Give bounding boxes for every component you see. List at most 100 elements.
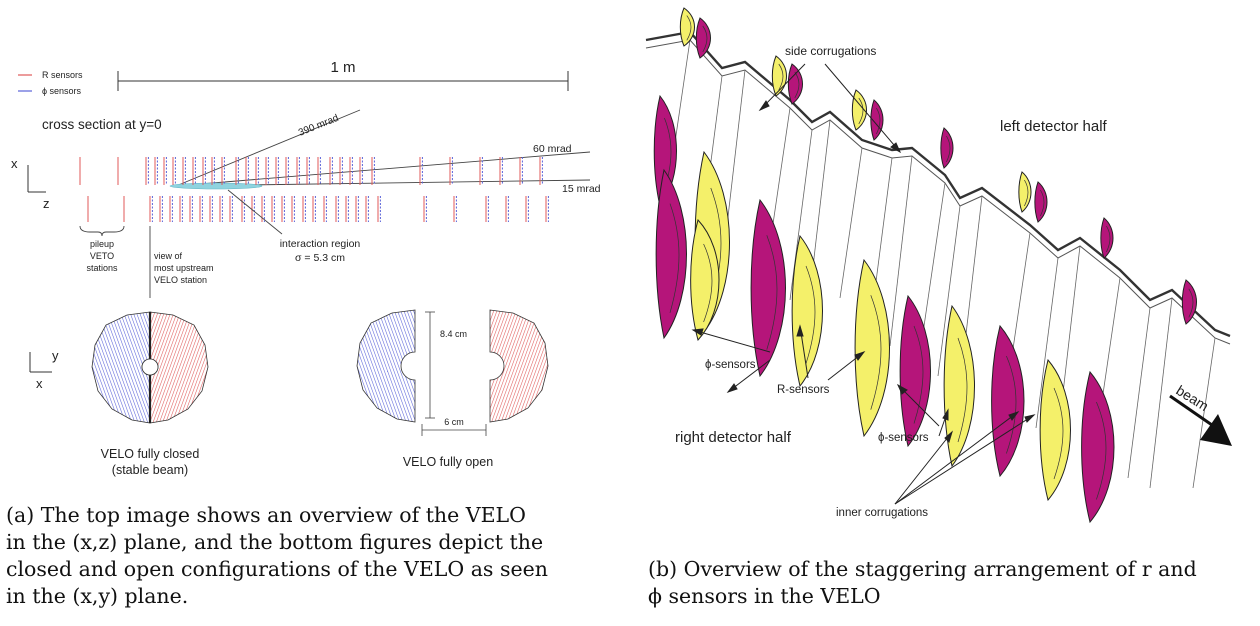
- open-phi-half: [356, 309, 416, 423]
- xy-axis-x-label: x: [36, 376, 43, 391]
- closed-phi-half: [91, 311, 151, 424]
- foil-rib-line: [839, 147, 863, 299]
- xy-axis-y-label: y: [52, 348, 59, 363]
- lower-sensor: [991, 324, 1025, 478]
- lower-sensor-detail: [703, 243, 713, 323]
- panel-a-diagram: R sensors ϕ sensors 1 m cross section at…: [11, 59, 601, 477]
- caption-a-line4: in the (x,y) plane.: [6, 584, 189, 608]
- interaction-region: [169, 182, 263, 190]
- label-r-sensors: R-sensors: [777, 384, 830, 396]
- lower-sensor-detail: [1006, 355, 1017, 454]
- upper-sensor: [870, 99, 884, 141]
- open-r-half: [489, 309, 549, 423]
- open-gap-label: 6 cm: [444, 417, 464, 427]
- velo-open-view: [356, 309, 549, 436]
- upper-sensor-detail: [1040, 189, 1045, 217]
- pileup-brace: [79, 225, 125, 237]
- lower-sensor: [1081, 370, 1115, 524]
- lower-sensor: [791, 234, 823, 388]
- foil-rib-line: [889, 155, 913, 347]
- interaction-line1: interaction region: [280, 238, 361, 250]
- foil-rib-line: [1127, 307, 1151, 479]
- upper-sensor-detail: [1024, 179, 1029, 207]
- caption-a-line3: closed and open configurations of the VE…: [6, 557, 548, 581]
- upper-sensor-detail: [1188, 288, 1194, 318]
- lower-sensor-detail: [870, 295, 882, 410]
- label-phi-sensors-2: ϕ-sensors: [878, 432, 929, 444]
- beam-arrow-shaft: [1169, 394, 1213, 427]
- label-side-corrugations: side corrugations: [785, 44, 876, 58]
- lower-sensor: [750, 198, 786, 378]
- upper-sensor-detail: [876, 107, 881, 135]
- open-label: VELO fully open: [403, 455, 493, 469]
- pileup-line3: stations: [86, 263, 118, 273]
- lower-sensor-detail: [669, 203, 680, 313]
- foil-body-lines: [667, 39, 1216, 489]
- view-note-line1: view of: [154, 251, 183, 261]
- label-phi-sensors-1: ϕ-sensors: [705, 359, 756, 371]
- upper-sensor-detail: [686, 15, 692, 41]
- lower-sensor-detail: [766, 235, 778, 350]
- pileup-line2: VETO: [90, 251, 114, 261]
- upper-sensor: [1018, 171, 1032, 213]
- lower-sensor-detail: [957, 337, 968, 443]
- lower-sensor-detail: [805, 265, 816, 364]
- closed-label-line1: VELO fully closed: [101, 447, 200, 461]
- xz-axes: x z: [11, 156, 50, 211]
- foil-rib-line: [1035, 257, 1059, 429]
- lower-sensor: [1039, 358, 1071, 502]
- label-inner-corrugations: inner corrugations: [836, 507, 928, 519]
- xy-axes: y x: [29, 348, 59, 391]
- upper-sensor-detail: [858, 97, 864, 125]
- upper-sensor-detail: [946, 135, 951, 163]
- section-title: cross section at y=0: [42, 117, 162, 132]
- upper-sensor: [1181, 279, 1197, 325]
- view-note-line2: most upstream: [154, 263, 214, 273]
- upper-sensor: [1100, 217, 1114, 259]
- caption-b: (b) Overview of the staggering arrangeme…: [648, 556, 1260, 610]
- foil-rib-line: [922, 182, 946, 334]
- velo-stations-bottom: [87, 196, 549, 222]
- open-height-label: 8.4 cm: [440, 329, 467, 339]
- label-right-detector-half: right detector half: [675, 429, 792, 446]
- legend-r-label: R sensors: [42, 70, 83, 80]
- upper-sensor-detail: [702, 25, 708, 53]
- angle-15-label: 15 mrad: [562, 183, 601, 195]
- foil-rib-line: [937, 205, 961, 377]
- lower-sensor-detail: [1053, 387, 1064, 480]
- velo-closed-view: [91, 311, 209, 424]
- caption-a-line2: in the (x,z) plane, and the bottom figur…: [6, 530, 544, 554]
- sensor-array: [653, 7, 1197, 524]
- upper-sensor: [787, 63, 803, 105]
- lower-sensor: [690, 219, 720, 341]
- xz-axis-z-label: z: [43, 196, 50, 211]
- scale-label: 1 m: [330, 59, 355, 76]
- upper-sensor: [1034, 181, 1048, 223]
- angle-390-label: 390 mrad: [297, 113, 340, 139]
- lower-sensor: [899, 294, 931, 448]
- angle-60-label: 60 mrad: [533, 143, 572, 155]
- caption-a: (a) The top image shows an overview of t…: [6, 502, 626, 610]
- foil-top-edge-inner: [645, 39, 1231, 345]
- scale-bar: 1 m: [117, 59, 569, 91]
- foil-top-edge: [645, 30, 1231, 338]
- interaction-line2: σ = 5.3 cm: [295, 252, 345, 264]
- lower-sensor: [943, 304, 975, 468]
- upper-sensor-detail: [1106, 225, 1111, 253]
- label-left-detector-half: left detector half: [1000, 118, 1108, 135]
- sensor-legend: R sensors ϕ sensors: [18, 70, 83, 96]
- caption-a-line1: (a) The top image shows an overview of t…: [6, 503, 526, 527]
- lower-sensor-detail: [1096, 401, 1107, 500]
- legend-phi-label: ϕ sensors: [42, 86, 82, 96]
- closed-beam-hole: [141, 358, 159, 376]
- lower-sensor: [854, 258, 890, 438]
- closed-label-line2: (stable beam): [112, 463, 188, 477]
- caption-b-line2: ϕ sensors in the VELO: [648, 584, 881, 608]
- xz-axis-x-label: x: [11, 156, 18, 171]
- pileup-line1: pileup: [90, 239, 114, 249]
- velo-stations-top: [79, 157, 543, 185]
- view-note-line3: VELO station: [154, 275, 207, 285]
- upper-sensor: [940, 127, 954, 169]
- foil-rib-line: [1149, 297, 1173, 489]
